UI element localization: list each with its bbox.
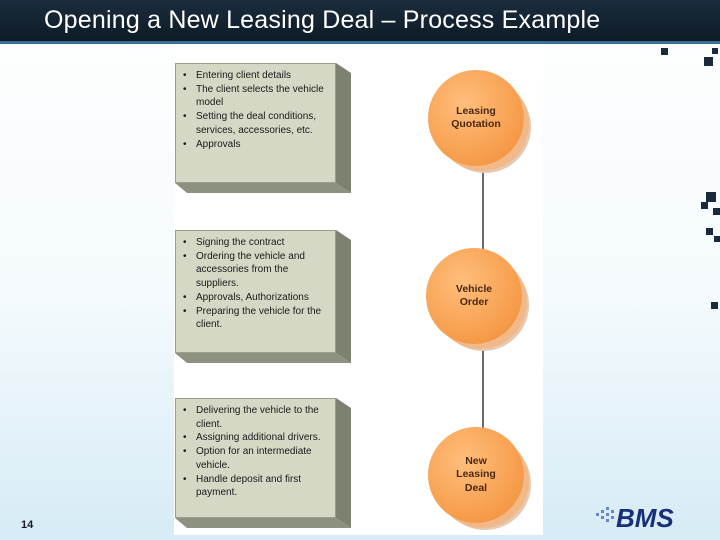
stage-1-notes: Entering client details The client selec…	[175, 63, 351, 193]
svg-text:BMS: BMS	[616, 503, 674, 531]
list-item: Entering client details	[183, 69, 331, 83]
stage-3-notes: Delivering the vehicle to the client. As…	[175, 398, 351, 528]
page-number: 14	[21, 519, 34, 531]
stage-3-list: Delivering the vehicle to the client. As…	[176, 399, 335, 500]
stage-2-list: Signing the contract Ordering the vehicl…	[176, 231, 335, 332]
list-item: Approvals, Authorizations	[183, 291, 331, 305]
title-bar: Opening a New Leasing Deal – Process Exa…	[0, 0, 720, 44]
list-item: The client selects the vehicle model	[183, 83, 331, 110]
stage-circle-leasing-quotation: Leasing Quotation	[428, 70, 524, 166]
stage-label: Leasing Quotation	[451, 104, 501, 131]
stage-circle-new-leasing-deal: New Leasing Deal	[428, 427, 524, 523]
stage-1-list: Entering client details The client selec…	[176, 64, 335, 151]
stage-2-notes: Signing the contract Ordering the vehicl…	[175, 230, 351, 363]
list-item: Ordering the vehicle and accessories fro…	[183, 250, 331, 291]
stage-label: Vehicle Order	[455, 282, 493, 309]
list-item: Delivering the vehicle to the client.	[183, 404, 331, 431]
bms-logo: BMS	[596, 503, 674, 531]
list-item: Option for an intermediate vehicle.	[183, 445, 331, 472]
list-item: Approvals	[183, 138, 331, 152]
title-accent-line	[0, 41, 720, 44]
stage-label: New Leasing Deal	[456, 454, 496, 494]
slide-title: Opening a New Leasing Deal – Process Exa…	[44, 6, 601, 34]
list-item: Signing the contract	[183, 236, 331, 250]
list-item: Assigning additional drivers.	[183, 431, 331, 445]
stage-circle-vehicle-order: Vehicle Order	[426, 248, 522, 344]
list-item: Handle deposit and first payment.	[183, 473, 331, 500]
list-item: Setting the deal conditions, services, a…	[183, 110, 331, 137]
list-item: Preparing the vehicle for the client.	[183, 305, 331, 332]
